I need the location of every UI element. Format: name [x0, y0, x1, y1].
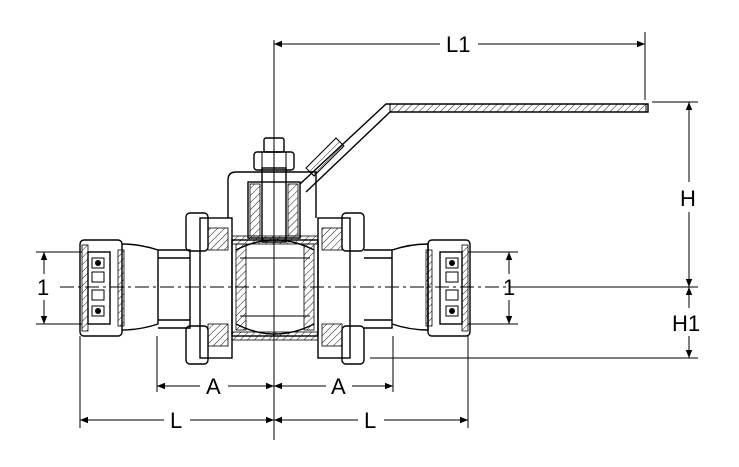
- dimension-lines: [36, 32, 698, 428]
- center-body: [231, 235, 319, 341]
- right-pipe: [364, 249, 393, 329]
- left-press-end: [79, 239, 159, 337]
- left-pipe: [158, 249, 191, 329]
- right-flange: [317, 212, 365, 365]
- right-press-end: [391, 239, 471, 337]
- dimension-label-bore-right: 1: [503, 275, 515, 300]
- dimension-label-l1: L1: [446, 32, 470, 57]
- dimension-label-l-left: L: [170, 408, 182, 433]
- dimension-label-h: H: [680, 186, 696, 211]
- dimension-label-bore-left: 1: [37, 275, 49, 300]
- valve-body: [60, 40, 649, 440]
- dimension-label-a-right: A: [331, 374, 346, 399]
- lever-handle: [299, 103, 649, 193]
- dimension-label-h1: H1: [672, 311, 700, 336]
- dimension-label-a-left: A: [206, 374, 221, 399]
- stem-assembly: [227, 137, 317, 243]
- left-flange: [185, 212, 233, 365]
- dimension-label-l-right: L: [364, 408, 376, 433]
